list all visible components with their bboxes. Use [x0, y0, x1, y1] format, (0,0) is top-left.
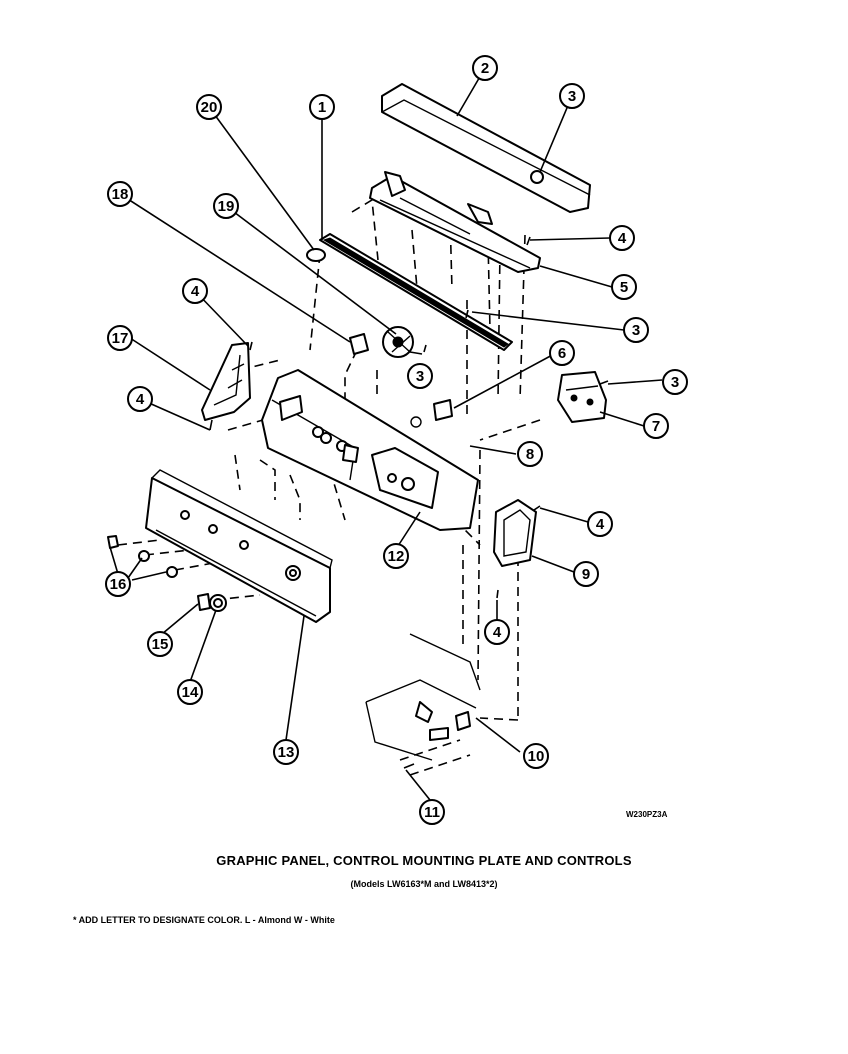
callout-5: 5: [611, 274, 637, 300]
callout-label: 14: [182, 684, 199, 701]
callout-label: 12: [388, 548, 405, 565]
part-rotary-switch: [382, 326, 414, 358]
callout-3-timer: 3: [662, 369, 688, 395]
callout-8: 8: [517, 441, 543, 467]
callout-20: 20: [196, 94, 222, 120]
part-graphic-panel: [145, 469, 333, 623]
part-top-cover: [381, 83, 591, 213]
callout-3-center: 3: [407, 363, 433, 389]
part-right-end-cap: [493, 499, 537, 567]
callout-11: 11: [419, 799, 445, 825]
callout-label: 4: [136, 391, 145, 408]
part-timer: [557, 371, 607, 423]
callout-6: 6: [549, 340, 575, 366]
callout-label: 16: [110, 576, 127, 593]
callouts: 2 3 1 20 18 19 4 5: [105, 55, 688, 825]
screws: [209, 236, 609, 769]
callout-7: 7: [643, 413, 669, 439]
callout-label: 17: [112, 330, 129, 347]
callout-15: 15: [147, 631, 173, 657]
callout-label: 4: [493, 624, 502, 641]
callout-label: 2: [481, 60, 489, 77]
callout-4-right: 4: [587, 511, 613, 537]
part-control-mounting-plate: [369, 171, 541, 273]
callout-label: 4: [596, 516, 605, 533]
part-base-bracket: [365, 633, 481, 761]
callout-label: 5: [620, 279, 628, 296]
caption-title: GRAPHIC PANEL, CONTROL MOUNTING PLATE AN…: [216, 853, 632, 868]
callout-12: 12: [383, 543, 409, 569]
callout-3-top: 3: [559, 83, 585, 109]
callout-label: 3: [416, 368, 424, 385]
drawing-code: W230PZ3A: [626, 810, 668, 819]
part-push-switch: [433, 399, 453, 421]
callout-10: 10: [523, 743, 549, 769]
callout-label: 10: [528, 748, 545, 765]
part-switch: [349, 333, 369, 355]
callout-2: 2: [472, 55, 498, 81]
callout-4-bottom: 4: [484, 619, 510, 645]
callout-label: 18: [112, 186, 129, 203]
callout-label: 6: [558, 345, 566, 362]
callout-3-middle: 3: [623, 317, 649, 343]
callout-19: 19: [213, 193, 239, 219]
callout-label: 8: [526, 446, 534, 463]
callout-label: 3: [632, 322, 640, 339]
part-bulb: [306, 248, 326, 262]
callout-13: 13: [273, 739, 299, 765]
part-lens-strip: [319, 233, 513, 351]
callout-16: 16: [105, 571, 131, 597]
callout-label: 3: [671, 374, 679, 391]
callout-label: 9: [582, 566, 590, 583]
callout-4-left: 4: [182, 278, 208, 304]
leader-lines: [109, 67, 663, 801]
callout-4-upper-right: 4: [609, 225, 635, 251]
callout-label: 15: [152, 636, 169, 653]
callout-label: 19: [218, 198, 235, 215]
callout-1: 1: [309, 94, 335, 120]
callout-18: 18: [107, 181, 133, 207]
callout-label: 20: [201, 99, 218, 116]
callout-label: 4: [191, 283, 200, 300]
callout-14: 14: [177, 679, 203, 705]
callout-4-left-lower: 4: [127, 386, 153, 412]
callout-label: 11: [424, 804, 440, 821]
part-control-panel-plate: [261, 369, 479, 531]
color-designation-note: * ADD LETTER TO DESIGNATE COLOR. L - Alm…: [73, 915, 335, 925]
callout-label: 1: [318, 99, 326, 116]
exploded-parts-diagram: 2 3 1 20 18 19 4 5: [105, 55, 688, 825]
callout-label: 3: [568, 88, 576, 105]
part-left-end-cap: [201, 342, 251, 421]
part-knobs: [107, 535, 227, 612]
callout-label: 7: [652, 418, 660, 435]
callout-label: 4: [618, 230, 627, 247]
caption-subtitle: (Models LW6163*M and LW8413*2): [350, 879, 498, 889]
callout-label: 13: [278, 744, 295, 761]
callout-9: 9: [573, 561, 599, 587]
callout-17: 17: [107, 325, 133, 351]
